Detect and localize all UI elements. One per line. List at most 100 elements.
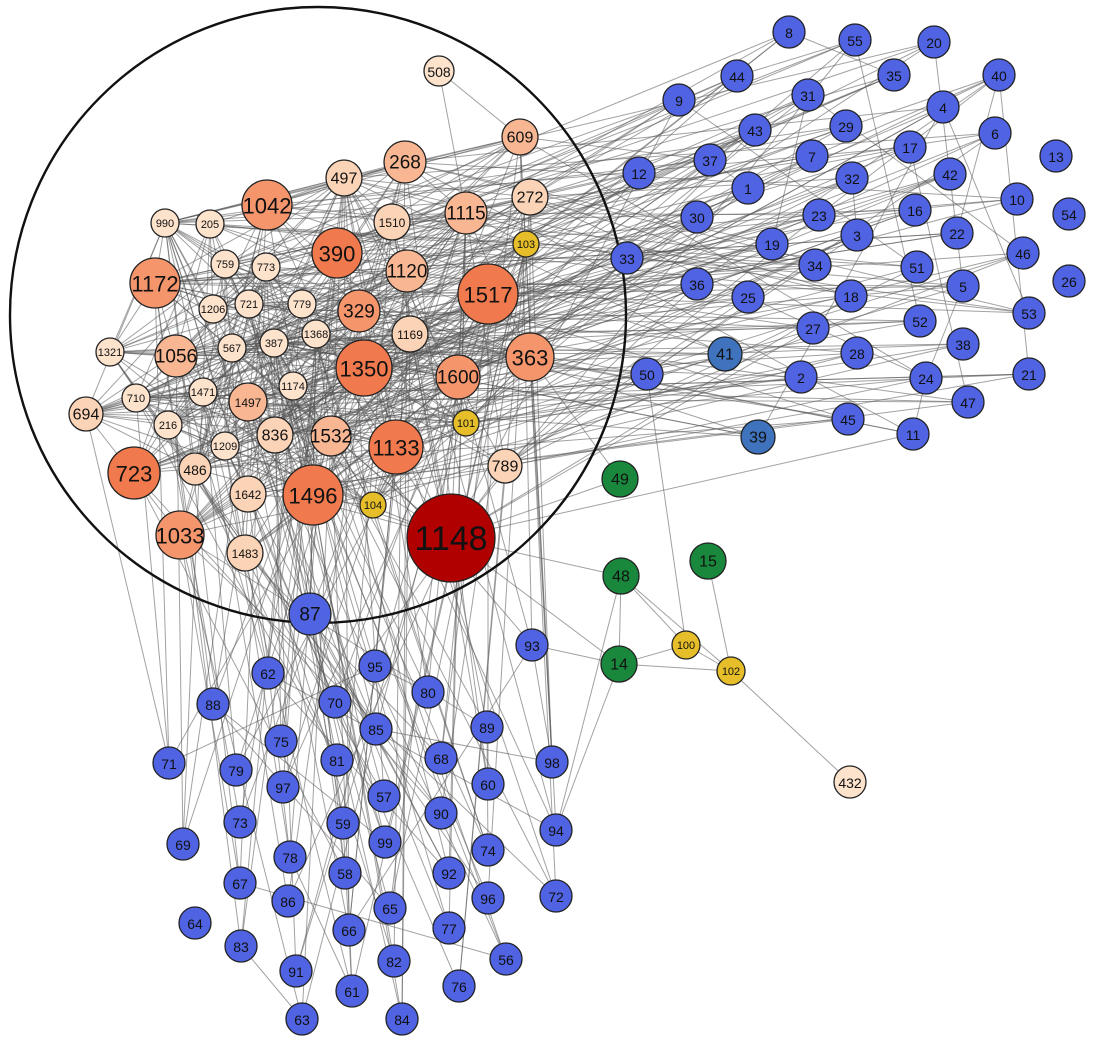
node-7[interactable]: 7 [795,139,829,173]
node-22[interactable]: 22 [940,216,974,250]
node-45[interactable]: 45 [831,402,865,436]
node-91[interactable]: 91 [279,954,313,988]
node-93[interactable]: 93 [515,628,549,662]
node-circle[interactable] [226,534,264,572]
node-84[interactable]: 84 [385,1002,419,1036]
node-circle[interactable] [501,118,539,156]
node-31[interactable]: 31 [791,78,825,112]
node-39[interactable]: 39 [740,419,776,455]
node-circle[interactable] [539,879,573,913]
node-circle[interactable] [325,159,363,197]
node-62[interactable]: 62 [251,656,285,690]
node-circle[interactable] [219,753,253,787]
node-circle[interactable] [251,656,285,690]
node-77[interactable]: 77 [432,911,466,945]
node-19[interactable]: 19 [755,227,789,261]
node-5[interactable]: 5 [946,269,980,303]
node-74[interactable]: 74 [471,833,505,867]
node-13[interactable]: 13 [1039,139,1073,173]
node-990[interactable]: 990 [150,208,180,238]
node-circle[interactable] [196,687,230,721]
node-circle[interactable] [259,328,289,358]
node-779[interactable]: 779 [287,289,317,319]
node-27[interactable]: 27 [796,311,830,345]
node-circle[interactable] [234,289,264,319]
node-circle[interactable] [271,884,305,918]
node-40[interactable]: 40 [982,58,1016,92]
node-721[interactable]: 721 [234,289,264,319]
node-67[interactable]: 67 [223,866,257,900]
node-1148[interactable]: 1148 [406,493,496,583]
node-72[interactable]: 72 [539,879,573,913]
node-66[interactable]: 66 [332,913,366,947]
node-circle[interactable] [373,891,407,925]
node-circle[interactable] [784,360,818,394]
node-circle[interactable] [600,645,638,683]
node-1600[interactable]: 1600 [435,354,481,400]
node-1120[interactable]: 1120 [385,249,429,293]
node-circle[interactable] [671,630,701,660]
node-circle[interactable] [951,385,985,419]
node-486[interactable]: 486 [178,452,212,486]
node-circle[interactable] [982,58,1016,92]
node-95[interactable]: 95 [358,649,392,683]
node-circle[interactable] [335,974,369,1008]
node-circle[interactable] [411,675,445,709]
node-70[interactable]: 70 [318,685,352,719]
node-42[interactable]: 42 [933,157,967,191]
node-80[interactable]: 80 [411,675,445,709]
node-23[interactable]: 23 [802,198,836,232]
node-50[interactable]: 50 [630,357,664,391]
node-2[interactable]: 2 [784,360,818,394]
node-30[interactable]: 30 [680,200,714,234]
node-81[interactable]: 81 [320,743,354,777]
node-9[interactable]: 9 [662,83,696,117]
node-102[interactable]: 102 [716,656,746,686]
node-58[interactable]: 58 [328,856,362,890]
node-circle[interactable] [1012,357,1046,391]
node-1483[interactable]: 1483 [226,534,264,572]
node-circle[interactable] [359,491,387,519]
node-circle[interactable] [251,252,281,282]
node-circle[interactable] [512,230,540,258]
node-34[interactable]: 34 [798,248,832,282]
node-circle[interactable] [332,913,366,947]
node-79[interactable]: 79 [219,753,253,787]
node-circle[interactable] [740,419,776,455]
node-circle[interactable] [515,628,549,662]
node-circle[interactable] [1052,264,1086,298]
node-49[interactable]: 49 [601,460,639,498]
node-circle[interactable] [833,765,867,799]
node-97[interactable]: 97 [266,770,300,804]
node-circle[interactable] [926,90,960,124]
node-57[interactable]: 57 [367,779,401,813]
node-96[interactable]: 96 [471,881,505,915]
node-33[interactable]: 33 [610,241,644,275]
node-circle[interactable] [680,200,714,234]
node-circle[interactable] [946,327,980,361]
node-76[interactable]: 76 [442,969,476,1003]
node-32[interactable]: 32 [835,161,869,195]
node-circle[interactable] [877,58,911,92]
node-circle[interactable] [903,304,937,338]
node-circle[interactable] [795,139,829,173]
node-circle[interactable] [933,157,967,191]
node-89[interactable]: 89 [470,710,504,744]
node-1056[interactable]: 1056 [154,334,198,378]
node-circle[interactable] [288,592,332,636]
node-104[interactable]: 104 [359,491,387,519]
node-47[interactable]: 47 [951,385,985,419]
node-circle[interactable] [367,779,401,813]
node-773[interactable]: 773 [251,252,281,282]
node-86[interactable]: 86 [271,884,305,918]
node-circle[interactable] [95,337,125,367]
node-1206[interactable]: 1206 [198,294,228,324]
node-circle[interactable] [457,263,519,325]
node-85[interactable]: 85 [359,712,393,746]
node-1321[interactable]: 1321 [95,337,125,367]
node-43[interactable]: 43 [738,113,772,147]
node-87[interactable]: 87 [288,592,332,636]
node-circle[interactable] [829,109,863,143]
node-circle[interactable] [385,249,429,293]
node-circle[interactable] [311,227,363,279]
